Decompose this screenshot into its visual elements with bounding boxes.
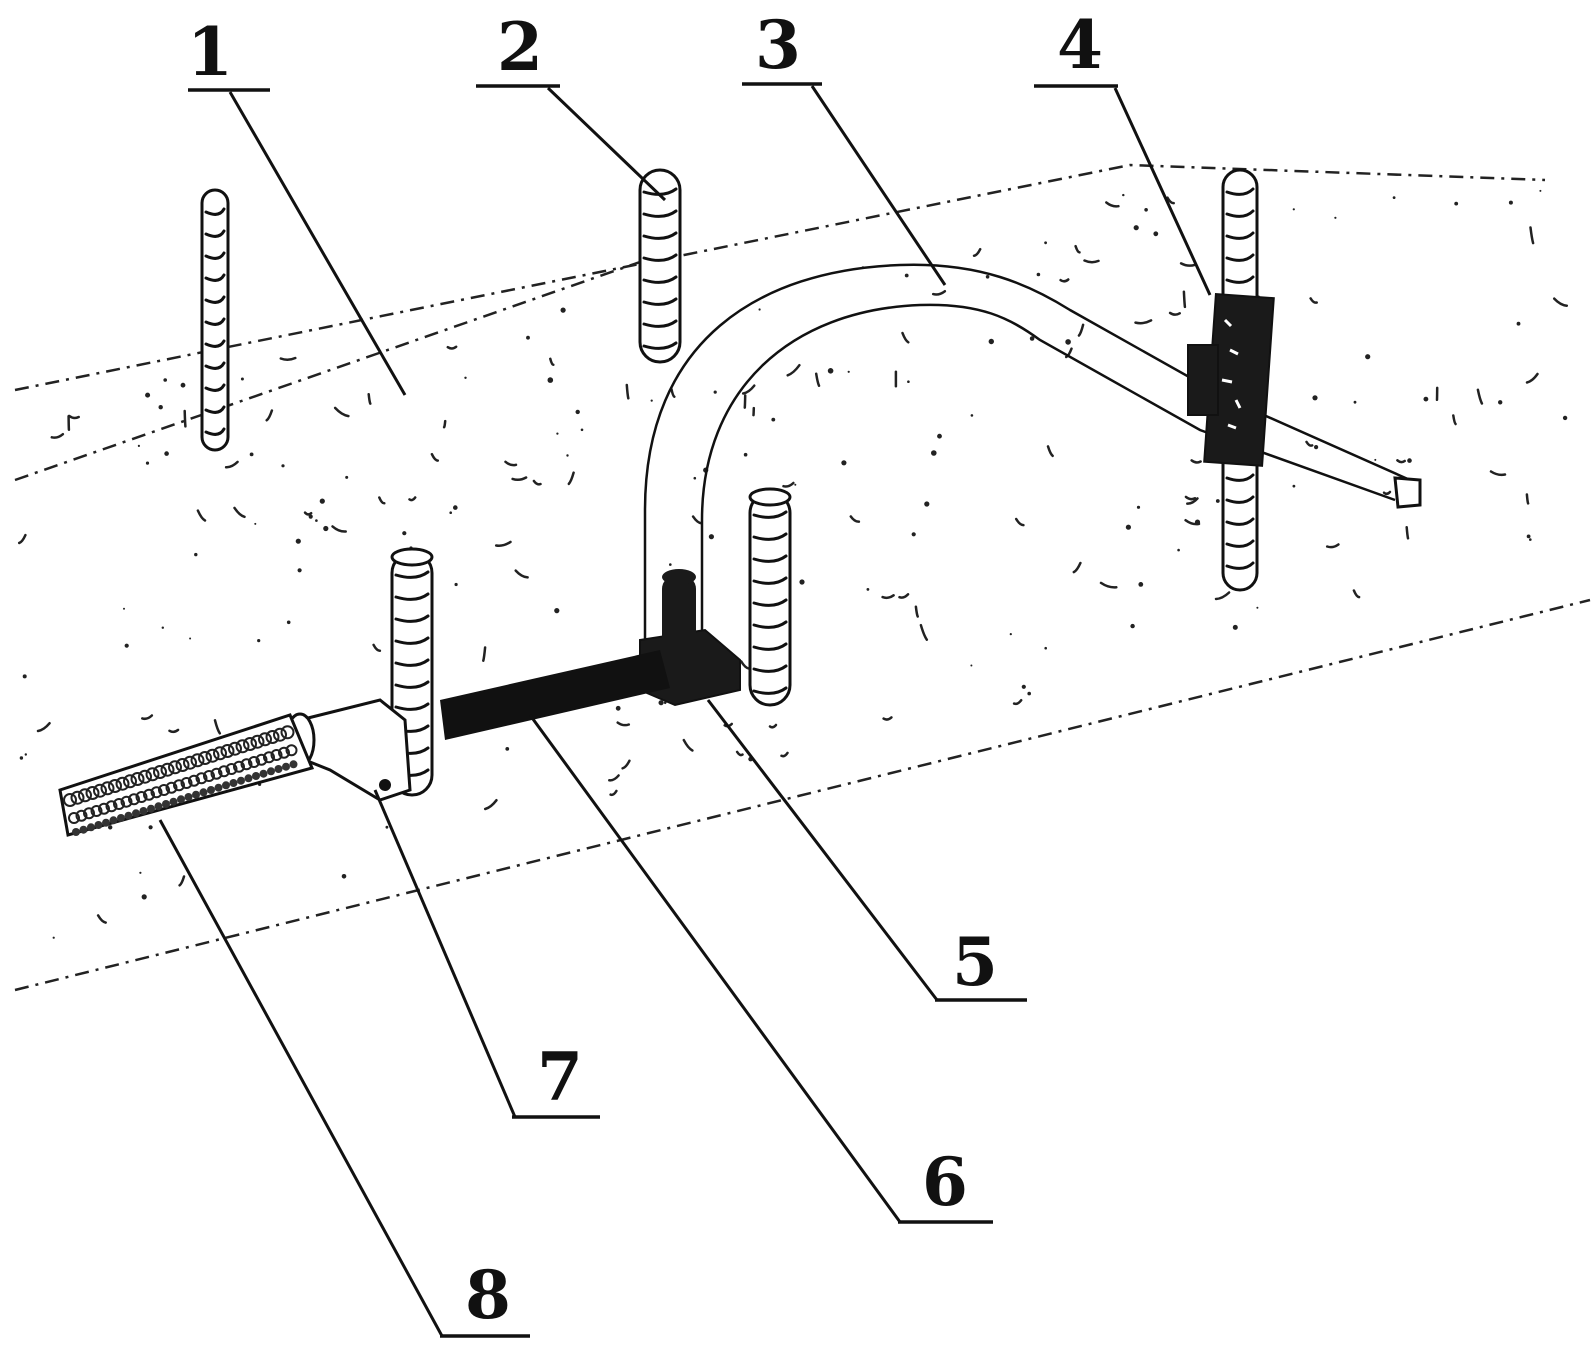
leader-8 (158, 819, 444, 1337)
label-7: 7 (537, 1038, 583, 1116)
rebar (638, 168, 682, 364)
slab-edges (14, 163, 1591, 992)
leader-2 (546, 86, 667, 202)
label-6: 6 (922, 1143, 968, 1221)
coupler-body (298, 698, 412, 802)
leader-1 (228, 91, 407, 396)
rebars (200, 168, 1259, 797)
leader-lines (158, 85, 1212, 1337)
clamp-joint (1187, 293, 1275, 467)
rebar (200, 188, 230, 452)
leader-3 (810, 85, 947, 286)
leader-7 (373, 789, 517, 1118)
hose-braid-pattern (63, 725, 298, 836)
connecting-arm (440, 650, 670, 740)
pipe-stub (662, 575, 696, 655)
braided-hose (58, 713, 315, 837)
pipe-inner-edge (700, 303, 1396, 650)
coupler-bolt (379, 779, 391, 791)
leader-5 (706, 699, 939, 1001)
clamp-highlights (1221, 318, 1242, 430)
label-3: 3 (755, 6, 801, 84)
slab-front-edge (14, 598, 1591, 992)
label-8: 8 (465, 1256, 511, 1334)
concrete-texture (17, 189, 1569, 939)
rebar (748, 487, 792, 707)
pipe-stub-cap (662, 569, 696, 585)
slab-back-edge (14, 163, 1546, 392)
curved-pipe (643, 263, 1422, 650)
label-2: 2 (497, 8, 543, 86)
clamp-side (1187, 344, 1219, 416)
label-underlines (188, 82, 1118, 1338)
pipe-end (1393, 476, 1422, 509)
pipe-outer-edge (643, 263, 1411, 640)
leader-6 (528, 714, 902, 1223)
arm-body (440, 650, 670, 740)
callout-labels: 1 2 3 4 5 6 7 8 (187, 6, 1103, 1334)
leader-4 (1113, 87, 1212, 296)
label-5: 5 (952, 923, 998, 1001)
label-4: 4 (1057, 6, 1103, 84)
label-1: 1 (187, 13, 233, 91)
